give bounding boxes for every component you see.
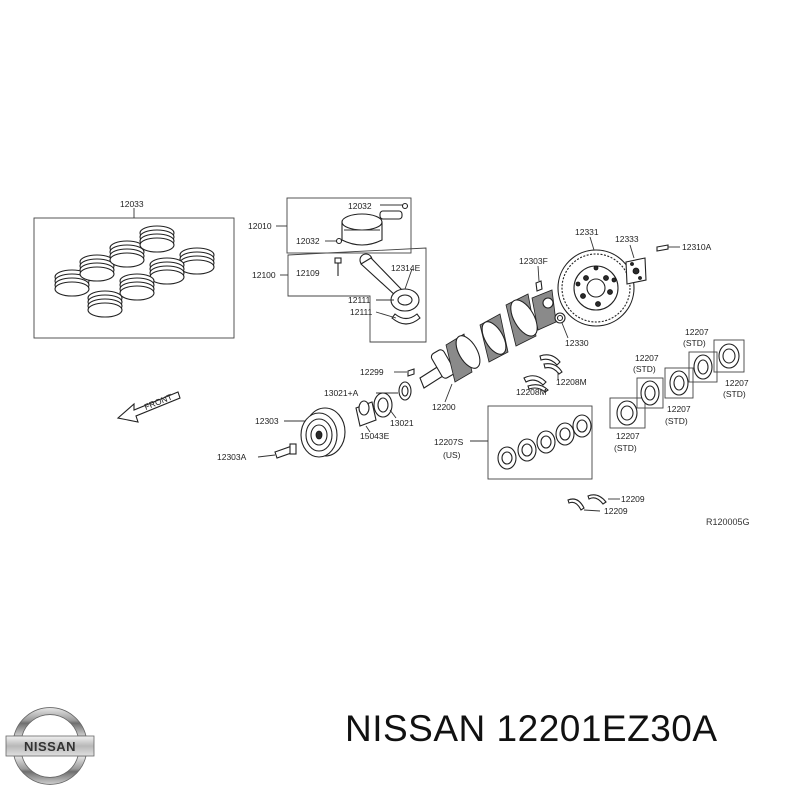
front-oil-seal	[376, 381, 412, 401]
ring-stack	[54, 225, 215, 318]
spacer	[355, 400, 377, 433]
pilot-bushing	[554, 312, 569, 339]
label-12207-1: 12207	[616, 431, 640, 441]
label-12331: 12331	[575, 227, 599, 237]
label-12303a: 12303A	[217, 452, 247, 462]
part-labels: 12033 12010 12032 12032 12100 12109 1231…	[120, 199, 750, 527]
woodruff-key	[394, 368, 415, 377]
product-title: NISSAN 12201EZ30A	[345, 708, 718, 749]
flywheel-bolt	[656, 244, 680, 252]
label-12303f: 12303F	[519, 256, 548, 266]
label-12109: 12109	[296, 268, 320, 278]
piston-ring-set	[33, 208, 235, 339]
piston-assembly	[276, 197, 412, 254]
std-main-bearing-3	[664, 367, 694, 399]
label-12299: 12299	[360, 367, 384, 377]
label-12207-5-sub: (STD)	[723, 389, 746, 399]
label-12033: 12033	[120, 199, 144, 209]
label-12208m-b: 12208M	[516, 387, 547, 397]
label-12208m-a: 12208M	[556, 377, 587, 387]
label-12209-b: 12209	[604, 506, 628, 516]
label-12209-a: 12209	[621, 494, 645, 504]
crank-sprocket	[373, 392, 397, 419]
label-12111-b: 12111	[350, 307, 373, 317]
label-13021a: 13021+A	[324, 388, 359, 398]
nissan-logo: NISSAN	[4, 700, 96, 792]
pulley-bolt	[257, 443, 297, 459]
label-12207-5: 12207	[725, 378, 749, 388]
label-12032-top: 12032	[348, 201, 372, 211]
label-12207-2: 12207	[635, 353, 659, 363]
label-front: FRONT	[143, 392, 174, 412]
label-12207-3-sub: (STD)	[665, 416, 688, 426]
front-direction-arrow	[116, 391, 181, 423]
label-12333: 12333	[615, 234, 639, 244]
label-12314e: 12314E	[391, 263, 421, 273]
label-12303: 12303	[255, 416, 279, 426]
label-12111-a: 12111	[348, 295, 371, 305]
flywheel-plate	[625, 244, 647, 285]
label-12207-1-sub: (STD)	[614, 443, 637, 453]
label-15043e: 15043E	[360, 431, 390, 441]
label-12100: 12100	[252, 270, 276, 280]
label-12207s: 12207S	[434, 437, 464, 447]
label-12207-3: 12207	[667, 404, 691, 414]
label-12010: 12010	[248, 221, 272, 231]
drawing-code: R120005G	[706, 517, 750, 527]
std-main-bearing-5	[713, 339, 745, 373]
std-main-bearing-1	[609, 397, 646, 429]
label-12207s-sub: (US)	[443, 450, 461, 460]
logo-wordmark: NISSAN	[24, 739, 76, 754]
crankshaft	[419, 289, 557, 403]
label-12207-2-sub: (STD)	[633, 364, 656, 374]
lower-thrust-washer	[567, 494, 620, 512]
piston	[341, 213, 383, 246]
rod-bearing	[391, 313, 421, 325]
crank-key	[535, 265, 543, 292]
piston-pin	[379, 210, 403, 220]
label-12200: 12200	[432, 402, 456, 412]
std-main-bearing-2	[636, 377, 664, 409]
label-13021: 13021	[390, 418, 414, 428]
flywheel	[557, 236, 635, 327]
thrust-washer	[523, 354, 563, 393]
rod-bolt	[334, 257, 342, 276]
connecting-rod-assembly	[280, 247, 427, 343]
label-12310a: 12310A	[682, 242, 712, 252]
label-12207-4-sub: (STD)	[683, 338, 706, 348]
label-12032-left: 12032	[296, 236, 320, 246]
std-main-bearing-4	[688, 351, 718, 383]
label-12207-4: 12207	[685, 327, 709, 337]
label-12330: 12330	[565, 338, 589, 348]
undersize-bearing-set	[470, 405, 593, 480]
crank-pulley	[284, 407, 346, 458]
